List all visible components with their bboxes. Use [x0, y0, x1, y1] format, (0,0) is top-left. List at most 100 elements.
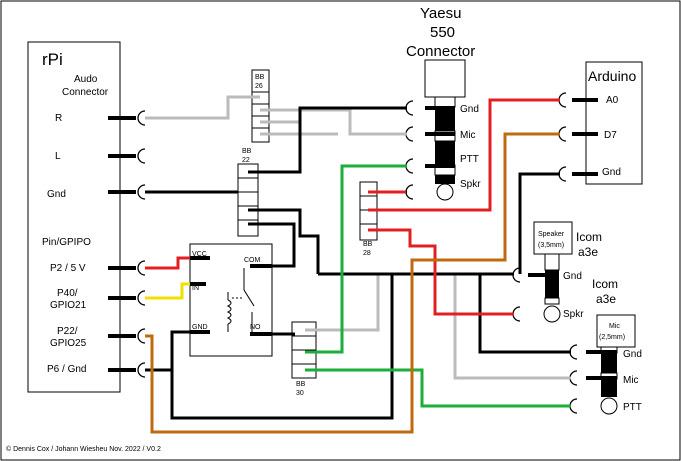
rpi-box: [27, 41, 121, 393]
icom-mic-pin-gnd-label: Gnd: [623, 349, 642, 360]
icom-mic-jack-ptt: [569, 398, 578, 414]
bb30: BB 30: [291, 321, 317, 397]
bb26-label-1: BB: [255, 74, 265, 81]
icom-speaker-pin-spkr-label: Spkr: [563, 309, 584, 320]
icom-mic-plug-label-1: Mic: [609, 323, 620, 330]
relay-no-label: NO: [250, 324, 261, 331]
wire-gray-yaesu-mic: [260, 108, 407, 136]
yaesu-pin-gnd-label: Gnd: [460, 104, 479, 115]
icom-mic-pin-ptt-label: PTT: [623, 402, 642, 413]
relay-com-label: COM: [244, 257, 261, 264]
wire-gray-icom-mic: [305, 272, 571, 380]
rpi-title: rPi: [42, 50, 63, 69]
rpi-jack-p6: [137, 362, 146, 378]
bb26-box: [251, 69, 270, 143]
icom-speaker-plug-body: [533, 221, 573, 255]
icom-speaker-seg-3: [544, 297, 560, 305]
bb22-label-2: 22: [242, 157, 250, 164]
yaesu-label-1: Yaesu: [420, 5, 461, 22]
icom-speaker-plug-label-2: (3,5mm): [538, 242, 564, 249]
arduino-block: Arduino A0 D7 Gnd: [558, 61, 643, 185]
yaesu-plug-seg-6: [435, 175, 455, 184]
relay-in-label: IN: [192, 285, 199, 292]
wires: [145, 95, 571, 434]
icom-mic-pin-mic-label: Mic: [623, 375, 639, 386]
yaesu-block: Yaesu 550 Connector Gnd Mic PTT Spkr: [405, 5, 481, 201]
rpi-jack-gnd: [137, 184, 146, 200]
bb28-label-2: 28: [363, 250, 371, 257]
icom-mic-jack-mic: [569, 370, 578, 386]
rpi-jack-l: [137, 148, 146, 164]
rpi-block: rPi Audo Connector R L Gnd Pin/GPIPO P2 …: [27, 41, 146, 393]
arduino-pin-gnd-label: Gnd: [602, 167, 621, 178]
yaesu-pin-mic-label: Mic: [460, 130, 476, 141]
icom-mic-jack-gnd: [569, 344, 578, 360]
arduino-jack-d7: [558, 126, 567, 142]
rpi-audio-label-2: Connector: [62, 87, 109, 98]
footer-copyright: © Dennis Cox / Johann Wiesheu Nov. 2022 …: [6, 445, 161, 453]
bb28-label-1: BB: [363, 241, 373, 248]
wire-gray-rpi-r: [145, 95, 260, 120]
bb22-box: [237, 163, 259, 237]
yaesu-plug-seg-1: [434, 96, 456, 108]
wire-green-icom-ptt: [305, 368, 571, 408]
rpi-pin-gpio25-label: GPIO25: [50, 338, 87, 349]
icom-mic-label-2: a3e: [596, 292, 616, 306]
bb26-label-2: 26: [255, 83, 263, 90]
icom-speaker-label-2: a3e: [578, 245, 598, 259]
rpi-pin-p6-label: P6 / Gnd: [47, 364, 86, 375]
relay-vcc-label: VCC: [192, 251, 207, 258]
icom-speaker-seg-1: [544, 253, 560, 271]
rpi-pin-p40-label: P40/: [57, 288, 78, 299]
rpi-pin-p22-label: P22/: [57, 326, 78, 337]
rpi-pin-gnd-label: Gnd: [47, 189, 66, 200]
wire-black-icom-mic-gnd: [478, 274, 571, 354]
wire-red-arduino-a0: [368, 98, 560, 212]
icom-speaker-block: Icom a3e Speaker (3,5mm) Gnd Spkr: [512, 221, 602, 323]
arduino-jack-gnd: [558, 166, 567, 182]
rpi-jack-p2: [137, 260, 146, 276]
rpi-pin-l-label: L: [55, 151, 61, 162]
rpi-jack-p40: [137, 290, 146, 306]
relay-module: VCC IN GND COM NO: [189, 243, 273, 357]
yaesu-jack-gnd: [405, 100, 414, 116]
icom-speaker-plug-label-1: Speaker: [538, 231, 565, 238]
icom-mic-block: Icom a3e Mic (2,5mm) Gnd Mic PTT: [569, 277, 642, 415]
relay-switch-arm: [243, 289, 255, 307]
bb30-label-1: BB: [296, 381, 306, 388]
bb22-label-1: BB: [242, 148, 252, 155]
yaesu-jack-mic: [405, 126, 414, 142]
rpi-jack-r: [137, 110, 146, 126]
rpi-pin-r-label: R: [55, 113, 62, 124]
icom-mic-plug-body: [596, 314, 636, 348]
yaesu-plug-body: [424, 59, 466, 98]
yaesu-plug-seg-2: [435, 107, 455, 131]
yaesu-jack-spkr: [405, 184, 414, 200]
wire-black-arduino-gnd: [518, 172, 560, 274]
icom-mic-label-1: Icom: [592, 277, 618, 291]
wire-black-yaesu-gnd: [248, 106, 407, 174]
wire-orange-arduino-d7: [145, 132, 560, 434]
rpi-jack-p22: [137, 328, 146, 344]
arduino-jack-a0: [558, 92, 567, 108]
yaesu-jack-ptt: [405, 158, 414, 174]
yaesu-pin-ptt-label: PTT: [460, 154, 479, 165]
bb30-label-2: 30: [296, 390, 304, 397]
wire-black-relay-com: [248, 222, 296, 268]
icom-speaker-tip: [543, 305, 561, 323]
yaesu-label-2: 550: [430, 24, 455, 41]
icom-mic-plug-label-2: (2,5mm): [599, 334, 625, 341]
arduino-pin-a0-label: A0: [606, 95, 619, 106]
relay-gnd-label: GND: [192, 324, 208, 331]
icom-speaker-jack-spkr: [512, 306, 521, 322]
wire-yellow-rpi-gpio21: [145, 282, 190, 300]
arduino-title: Arduino: [588, 68, 636, 84]
bb22: BB 22: [237, 148, 259, 237]
rpi-audio-label-1: Audo: [74, 74, 98, 85]
wire-red-rpi-5v: [145, 256, 190, 270]
rpi-gpio-header: Pin/GPIPO: [42, 237, 91, 248]
icom-speaker-label-1: Icom: [576, 230, 602, 244]
